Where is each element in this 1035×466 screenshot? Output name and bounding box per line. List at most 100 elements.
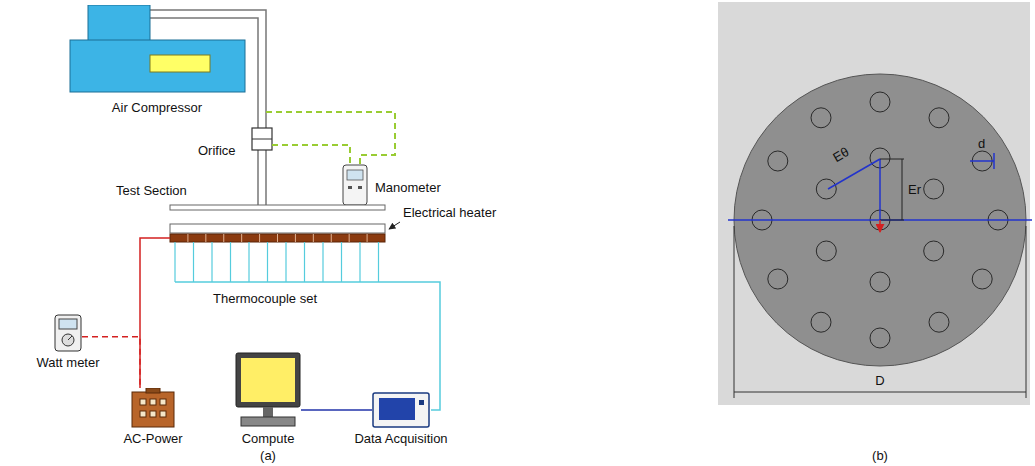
pressure-tap <box>272 145 350 165</box>
dimension-line <box>902 159 903 220</box>
figure-ground <box>718 2 1030 405</box>
thermocouple-bus <box>175 281 379 283</box>
monitor-screen <box>241 358 295 402</box>
device-icon <box>131 388 175 428</box>
dimension-line <box>734 392 1026 393</box>
daq-button <box>419 400 424 405</box>
power-supply-knob <box>140 411 146 417</box>
connector-wire <box>301 409 372 411</box>
plate-hole <box>816 179 836 199</box>
compressor-motor <box>88 5 150 42</box>
diameter-line <box>970 160 994 162</box>
plate-hole <box>870 92 890 112</box>
heater-segment <box>205 234 206 242</box>
plate-hole <box>924 241 944 261</box>
heater-segment <box>349 234 350 242</box>
daq-body <box>373 393 429 427</box>
wattmeter-needle <box>68 336 72 340</box>
extension-line <box>734 226 735 398</box>
air-compressor: Air Compressor <box>61 5 253 115</box>
thermocouple-wires <box>175 242 379 282</box>
part-label: Electrical heater <box>403 205 496 220</box>
plate-hole <box>811 312 831 332</box>
wattmeter-body <box>55 315 81 351</box>
thermocouple-wire <box>174 242 175 282</box>
compressor-panel <box>150 55 210 72</box>
plate-hole <box>929 108 949 128</box>
plate-hole <box>768 151 788 171</box>
plate-hole <box>929 312 949 332</box>
watt-meter: Watt meter <box>35 314 101 370</box>
heater-segment <box>295 234 296 242</box>
dimension-line <box>880 220 904 221</box>
power-supply-knob <box>160 411 166 417</box>
dimension-line <box>880 159 904 160</box>
daq-screen <box>379 398 415 420</box>
device-label: Air Compressor <box>61 100 253 115</box>
power-supply-knob <box>160 399 166 405</box>
wattmeter-dial <box>62 334 74 346</box>
wattmeter-display <box>59 319 77 329</box>
monitor-stand <box>263 407 273 417</box>
thermocouple-wire <box>322 242 323 282</box>
heater-segment <box>241 234 242 242</box>
heater-segment <box>367 234 368 242</box>
plate-hole <box>870 272 890 292</box>
heater-segments <box>188 234 367 242</box>
thermocouple-wire <box>248 242 249 282</box>
plate-hole <box>768 269 788 289</box>
heater-segment <box>331 234 332 242</box>
device-label: AC-Power <box>122 431 184 446</box>
heater-segment <box>187 234 188 242</box>
heater-plate <box>170 224 385 233</box>
power-supply-knob <box>140 399 146 405</box>
leader-line <box>389 222 400 229</box>
pressure-tap <box>266 112 395 165</box>
manometer-display <box>347 170 363 180</box>
power-supply-knob <box>150 411 156 417</box>
test-plate <box>170 205 385 210</box>
device-label: Data Acquisition <box>353 431 449 446</box>
thermocouple-wire <box>304 242 305 282</box>
power-supply-knob <box>150 399 156 405</box>
thermocouple-wire <box>230 242 231 282</box>
orifice-plate <box>252 139 272 140</box>
figure-tag: (a) <box>260 448 276 463</box>
manometer-button <box>348 186 352 189</box>
device-icon <box>54 314 82 352</box>
pitch-line <box>828 159 880 189</box>
device-icon <box>372 392 430 428</box>
dimension-label: Eθ <box>830 144 851 165</box>
plate-hole <box>870 328 890 348</box>
thermocouple-wire <box>378 242 379 282</box>
power-supply-body <box>132 392 174 427</box>
heater-segment <box>313 234 314 242</box>
thermocouple-cable <box>379 282 440 410</box>
part-label: Test Section <box>116 183 187 198</box>
thermocouple-wire <box>359 242 360 282</box>
diameter-line <box>993 153 995 169</box>
heater-segment <box>259 234 260 242</box>
compressor-tank <box>70 40 245 92</box>
heater-segment <box>277 234 278 242</box>
keyboard <box>241 417 295 426</box>
thermocouple-wire <box>193 242 194 282</box>
monitor-frame <box>236 353 300 407</box>
center-arrow <box>879 220 881 232</box>
extension-line <box>1026 226 1027 398</box>
data-acquisition: Data Acquisition <box>353 392 449 446</box>
device-icon <box>62 5 252 97</box>
device-icon <box>235 352 301 428</box>
device-label: Watt meter <box>35 355 101 370</box>
plate-hole <box>924 179 944 199</box>
computer: Compute <box>234 352 302 446</box>
dimension-label: Er <box>908 182 921 197</box>
power-wire <box>140 238 170 388</box>
manometer-symbol <box>343 165 367 205</box>
plate-hole <box>811 108 831 128</box>
plate-hole <box>816 241 836 261</box>
manometer-button <box>358 186 362 189</box>
orifice-plate <box>252 128 272 150</box>
